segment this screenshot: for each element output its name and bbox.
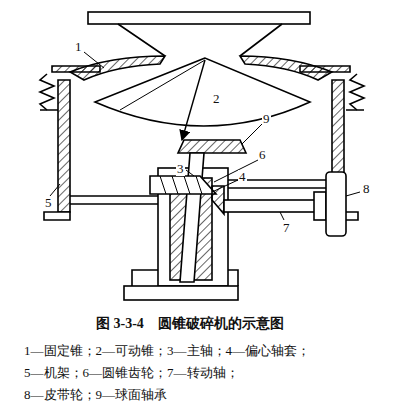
callout-number: 1 xyxy=(74,40,83,54)
bevel-gear xyxy=(150,176,216,194)
legend-key-line: 8—皮带轮；9—球面轴承 xyxy=(24,388,167,402)
pulley-hub xyxy=(314,192,326,220)
fixed-cone xyxy=(240,56,332,80)
spring xyxy=(350,74,364,110)
callout-number: 5 xyxy=(44,196,53,210)
spring xyxy=(40,74,54,110)
callout-number: 3 xyxy=(176,162,185,176)
spherical-bearing xyxy=(178,140,246,153)
callout-number: 2 xyxy=(212,92,221,106)
legend-key-line: 1—固定锥；2—可动锥；3—主轴；4—偏心轴套； xyxy=(24,344,310,358)
belt-pulley xyxy=(326,172,346,236)
base xyxy=(124,286,238,300)
callout-number: 6 xyxy=(258,148,267,162)
fixed-cone xyxy=(70,56,165,80)
frame-wall xyxy=(58,80,70,212)
figure-caption: 图 3-3-4 圆锥破碎机的示意图 xyxy=(96,316,284,331)
callout-number: 9 xyxy=(262,112,271,126)
callout-number: 8 xyxy=(362,182,371,196)
pinion xyxy=(212,186,224,214)
gear-teeth xyxy=(160,176,202,194)
drive-shaft xyxy=(224,200,328,212)
legend-key-line: 5—机架；6—圆锥齿轮；7—转动轴； xyxy=(24,366,239,380)
hopper-rim xyxy=(88,12,310,24)
callout-number: 7 xyxy=(282,221,291,235)
base-wall xyxy=(132,270,238,286)
leader-lines xyxy=(50,52,360,220)
cone-line xyxy=(120,60,205,110)
callout-number: 4 xyxy=(238,170,247,184)
hopper xyxy=(118,24,282,56)
